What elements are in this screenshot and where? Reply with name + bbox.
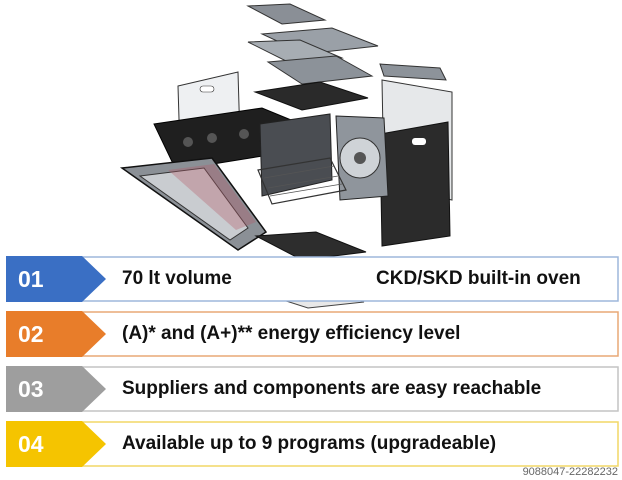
back-panel-handle [412, 138, 426, 145]
rail-bracket [379, 63, 447, 81]
top-tray [253, 81, 369, 111]
chevron-banner [6, 311, 619, 357]
feature-row-01: 01 70 lt volume CKD/SKD built-in oven [6, 256, 620, 302]
top-panel [266, 55, 374, 85]
feature-text: 70 lt volume [122, 268, 232, 289]
door-glass-inner [168, 164, 256, 230]
feature-number: 04 [18, 431, 44, 457]
feature-number: 02 [18, 321, 44, 347]
side-panel-handle [199, 85, 215, 93]
chevron-banner [6, 256, 619, 302]
feature-number: 01 [18, 266, 44, 292]
feature-text: Available up to 9 programs (upgradeable) [122, 433, 497, 454]
feature-row-03: 03 Suppliers and components are easy rea… [6, 366, 620, 412]
feature-row-02: 02 (A)* and (A+)** energy efficiency lev… [6, 311, 620, 357]
watermark-id: 9088047-22282232 [522, 466, 618, 478]
feature-number: 03 [18, 376, 44, 402]
top-panel [246, 3, 327, 25]
feature-text: (A)* and (A+)** energy efficiency level [122, 323, 461, 344]
chevron-banner [6, 421, 619, 467]
wire-rack [257, 157, 347, 205]
feature-text-secondary: CKD/SKD built-in oven [376, 268, 581, 289]
door-glass [138, 167, 249, 241]
exploded-oven-illustration [119, 3, 453, 309]
oven-cavity [259, 113, 333, 197]
feature-text: Suppliers and components are easy reacha… [122, 378, 542, 399]
chevron-banner [6, 366, 619, 412]
feature-row-04: 04 Available up to 9 programs (upgradeab… [6, 421, 620, 467]
back-panel [379, 121, 451, 247]
glass-frame [254, 231, 367, 261]
